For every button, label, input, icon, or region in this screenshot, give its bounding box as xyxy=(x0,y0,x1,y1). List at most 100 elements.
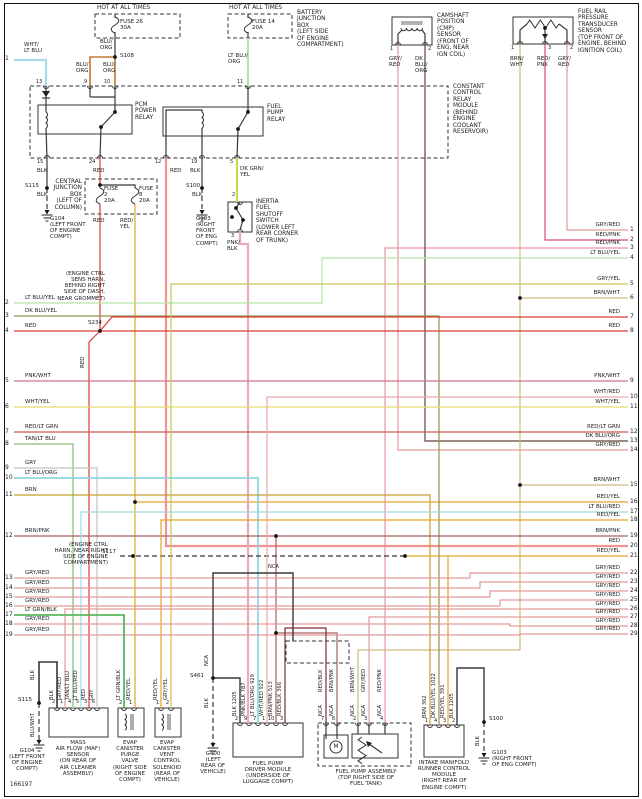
ground-arrow-icon xyxy=(199,210,205,215)
right-row-label: GRY/RED xyxy=(595,583,620,589)
solenoid-coil-icon xyxy=(124,713,127,731)
connector-pin xyxy=(112,85,118,89)
left-row-label: WHT/YEL xyxy=(25,399,50,405)
wire-label: BRN/ WHT xyxy=(510,56,524,69)
motor-icon xyxy=(329,740,343,754)
right-row-label: LT BLU/RED xyxy=(588,504,620,510)
pin-number: 7 xyxy=(321,716,325,722)
component-box xyxy=(162,106,264,137)
pin-number: 13 xyxy=(36,79,43,85)
wire xyxy=(276,632,338,723)
wire-label: BLK xyxy=(49,690,55,700)
connector-pin xyxy=(44,155,50,159)
wire xyxy=(45,127,48,159)
left-row-number: 9 xyxy=(5,464,9,471)
pin-number: 2 xyxy=(52,699,56,705)
arrow-icon xyxy=(366,741,372,747)
component-box xyxy=(94,13,181,39)
wire xyxy=(164,158,628,548)
wire-label: FUEL PUMP ASSEMBLY (TOP RIGHT SIDE OF FU… xyxy=(335,769,397,788)
connector-pin xyxy=(323,722,329,726)
left-row-number: 10 xyxy=(5,474,13,481)
pin-number: 2 xyxy=(232,192,236,198)
wire xyxy=(14,494,431,725)
left-row-label: GRY xyxy=(25,460,37,466)
component-box xyxy=(232,722,304,758)
wire xyxy=(99,126,102,159)
wire-label: NCA xyxy=(361,704,367,716)
wire xyxy=(368,743,383,754)
pin-number: 6 xyxy=(332,716,336,722)
wire-label: BLK xyxy=(37,168,48,174)
wire xyxy=(14,443,74,708)
wire-label: RED/ PNK xyxy=(537,56,551,69)
wire-label: LT GRN/BLK xyxy=(116,669,122,700)
wire xyxy=(14,581,628,589)
wire-label: RED/ YEL xyxy=(120,218,134,231)
wire-label: CAMSHAFT POSITION (CMP) SENSOR (FRONT OF… xyxy=(437,13,470,58)
wire-label: WHT/RED 922 xyxy=(259,679,265,716)
wire-label: NCA xyxy=(377,704,383,716)
wire-label: G104 (LEFT FRONT OF ENGINE COMPT) xyxy=(50,216,86,241)
wire xyxy=(88,330,101,708)
right-row-number: 5 xyxy=(630,280,634,287)
left-row-label: GRY/RED xyxy=(25,570,50,576)
arrow-icon xyxy=(542,34,548,39)
wire-label: FUSE 8 20A xyxy=(139,186,154,205)
wire-label: BRN 362 xyxy=(422,695,428,718)
left-row-label: GRY/RED xyxy=(25,598,50,604)
sensor-coil-icon xyxy=(400,27,424,32)
right-row-number: 19 xyxy=(630,532,638,539)
right-row-label: GRY/RED xyxy=(595,592,620,598)
right-row-label: GRY/RED xyxy=(595,618,620,624)
left-row-number: 4 xyxy=(5,327,9,334)
wire xyxy=(421,29,426,45)
right-row-number: 22 xyxy=(630,569,638,576)
wire-label: DK GRN/ YEL xyxy=(240,166,264,179)
connector-pin xyxy=(366,722,372,726)
wire-label: BLK xyxy=(190,168,201,174)
fuse-icon xyxy=(243,16,253,34)
wire-label: NCA xyxy=(318,704,324,716)
wire-label: TAN/LT BLU xyxy=(65,671,71,700)
left-row-label: GRY/RED xyxy=(25,589,50,595)
pin-number: 2 xyxy=(119,700,123,706)
left-row-label: PNK/WHT xyxy=(25,373,51,379)
right-row-number: 11 xyxy=(630,403,638,410)
right-row-number: 20 xyxy=(630,542,638,549)
right-row-label: WHT/YEL xyxy=(595,399,620,405)
pin-number: 3 xyxy=(548,45,552,51)
splice-dot xyxy=(543,26,547,30)
wire-label: CONSTANT CONTROL RELAY MODULE (BEHIND EN… xyxy=(453,84,489,136)
right-row-number: 15 xyxy=(630,481,638,488)
component-box xyxy=(323,734,349,759)
right-row-number: 25 xyxy=(630,596,638,603)
right-row-number: 28 xyxy=(630,622,638,629)
right-row-number: 26 xyxy=(630,605,638,612)
connector-pin xyxy=(94,707,100,711)
wire-label: FUEL PUMP DRIVER MODULE (UNDERSIDE OF LU… xyxy=(242,761,294,786)
connector-pin xyxy=(237,722,243,726)
wire-label: S117 xyxy=(102,549,116,555)
right-row-label: RED/YEL xyxy=(596,494,620,500)
fuse-icon xyxy=(110,16,120,34)
wire-label: HOT AT ALL TIMES xyxy=(229,5,283,11)
sensor-core-icon xyxy=(401,21,423,25)
resistor-icon xyxy=(357,736,367,765)
wire-label: RED/YEL xyxy=(126,678,132,700)
wire xyxy=(284,627,327,723)
left-row-label: TAN/LT BLU xyxy=(25,436,56,442)
right-row-label: GRY/RED xyxy=(595,442,620,448)
connector-pin xyxy=(78,707,84,711)
component-box xyxy=(391,16,433,46)
wire-label: EVAP CANISTER VENT CONTROL SOLENOID (REA… xyxy=(152,740,182,783)
diagram-id: 166197 xyxy=(10,782,33,788)
wire xyxy=(213,677,241,723)
solenoid-core-icon xyxy=(130,714,134,730)
connector-pin xyxy=(517,41,523,45)
wire-label: CENTRAL JUNCTION BOX (LEFT OF COLUMN) xyxy=(53,179,83,211)
wire-label: BLK 1205 xyxy=(232,691,238,716)
solenoid-coil-icon xyxy=(161,713,164,731)
pin-number: 2 xyxy=(452,718,456,724)
splice-dot xyxy=(99,125,103,129)
